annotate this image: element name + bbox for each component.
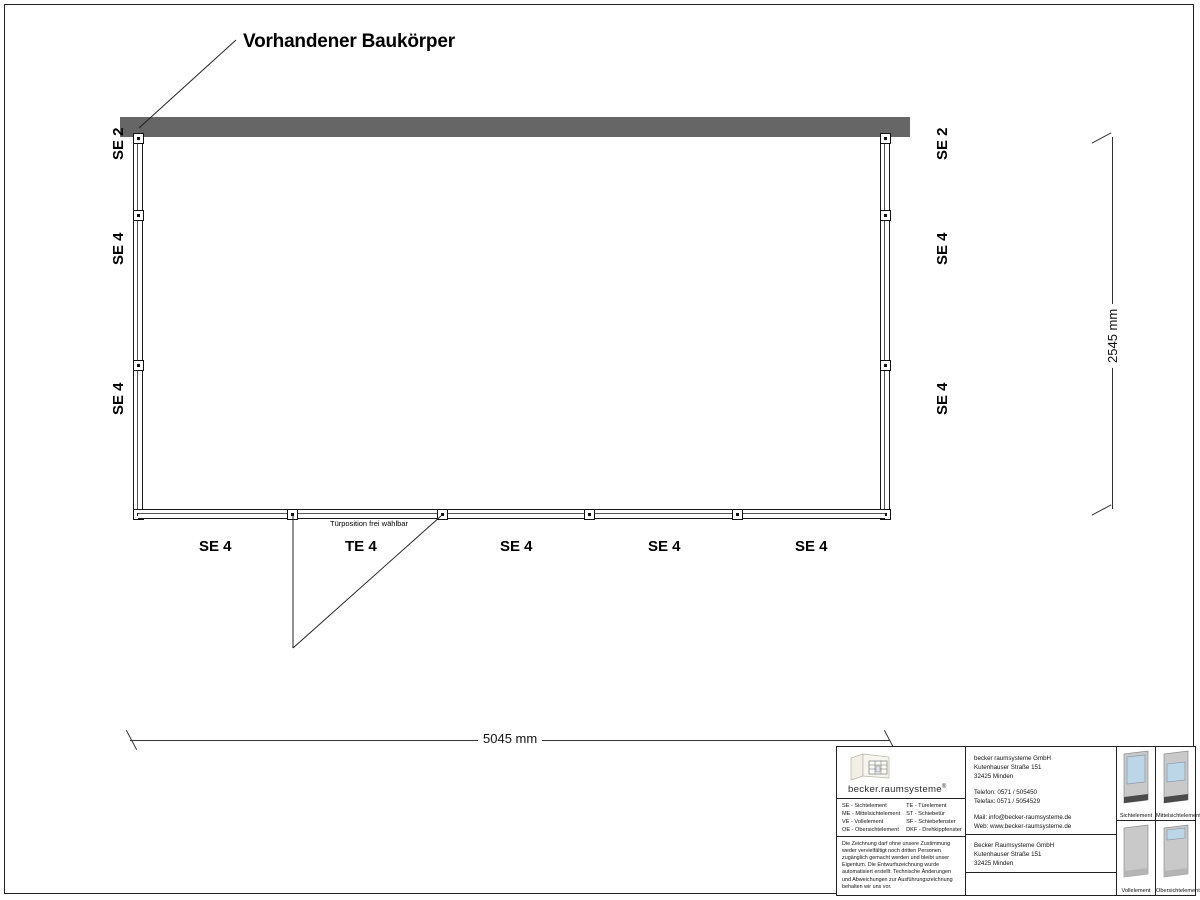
wall-right [880,137,890,515]
note-door-position: Türposition frei wählbar [330,519,408,528]
element-thumb-vollelement: Vollelement [1117,821,1156,895]
company-contact-block: becker raumsysteme GmbH Kutenhauser Stra… [966,747,1116,835]
label-bottom-wall-2: TE 4 [345,538,377,555]
caption-sichtelement: Sichtelement [1119,813,1153,819]
label-left-wall-1: SE 2 [110,127,127,160]
dimension-text-width: 5045 mm [478,731,543,746]
post-left-2 [133,360,144,371]
abbr-me: ME - Mittelsichtelement [842,811,901,818]
label-right-wall-3: SE 4 [934,382,951,415]
company-web: Web: www.becker-raumsysteme.de [974,823,1072,830]
element-thumb-sichtelement: Sichtelement [1117,747,1156,821]
label-right-wall-2: SE 4 [934,232,951,265]
company-logo: becker.raumsysteme® [837,747,965,800]
label-bottom-wall-5: SE 4 [795,538,828,555]
label-bottom-wall-1: SE 4 [199,538,232,555]
caption-mittelsichtelement: Mittelsichtelement [1156,813,1200,819]
abbr-sf: SF - Schiebefenster [906,819,956,826]
wall-left [133,137,143,515]
annotation-existing-building: Vorhandener Baukörper [243,31,455,52]
company-fax: Telefax: 0571 / 5054529 [974,798,1041,805]
obersichtelement-icon [1163,824,1188,878]
element-thumb-mittelsichtelement: Mittelsichtelement [1156,747,1200,821]
wall-bottom [138,509,885,519]
existing-building-wall [120,117,910,137]
mittelsichtelement-icon [1163,750,1188,804]
element-type-gallery: Sichtelement Mittelsichtelement Vollelem… [1117,747,1200,895]
post-right-top [880,133,891,144]
address-spacer-2 [974,806,1116,813]
customer-street: Kutenhauser Straße 151 [974,851,1042,858]
company-street: Kutenhauser Straße 151 [974,764,1042,771]
post-left-1 [133,210,144,221]
abbr-dkf: DKF - Drehkippfenster [906,827,962,834]
logo-wordmark-text: becker.raumsysteme [848,784,942,796]
title-block: becker.raumsysteme® SE - Sichtelement ME… [836,746,1200,896]
company-mail: Mail: info@becker-raumsysteme.de [974,814,1072,821]
logo-wordmark: becker.raumsysteme® [848,784,947,795]
post-right-1 [880,210,891,221]
vollelement-icon [1123,824,1149,878]
post-bottom-3 [584,509,595,520]
dimension-tick-height-bottom [1091,504,1112,516]
caption-obersichtelement: Obersichtelement [1156,888,1200,894]
abbreviation-legend-column-right: TE - Türelement ST - Schiebetür SF - Sch… [906,802,962,835]
label-left-wall-3: SE 4 [110,382,127,415]
disclaimer-text: Die Zeichnung darf ohne unsere Zustimmun… [842,840,953,890]
abbr-st: ST - Schiebetür [906,811,945,818]
title-block-middle-column: becker raumsysteme GmbH Kutenhauser Stra… [966,747,1117,895]
label-bottom-wall-4: SE 4 [648,538,681,555]
company-phone: Telefon: 0571 / 505450 [974,789,1037,796]
disclaimer-block: Die Zeichnung darf ohne unsere Zustimmun… [837,837,965,895]
customer-address-block: Becker Raumsysteme GmbH Kutenhauser Stra… [966,835,1116,873]
abbreviation-legend-column-left: SE - Sichtelement ME - Mittelsichtelemen… [842,802,900,835]
label-bottom-wall-3: SE 4 [500,538,533,555]
logo-module-icon [850,753,890,781]
post-bottom-2 [437,509,448,520]
post-left-top [133,133,144,144]
dimension-text-height: 2545 mm [1105,303,1120,368]
abbr-te: TE - Türelement [906,803,947,810]
logo-registered-mark: ® [941,783,947,790]
element-thumb-obersichtelement: Obersichtelement [1156,821,1200,895]
title-block-left-column: becker.raumsysteme® SE - Sichtelement ME… [837,747,966,895]
address-spacer-1 [974,781,1116,788]
dimension-tick-height-top [1091,132,1112,144]
abbreviation-legend: SE - Sichtelement ME - Mittelsichtelemen… [837,799,965,837]
label-left-wall-2: SE 4 [110,232,127,265]
sheet-border [4,4,1194,894]
post-right-2 [880,360,891,371]
abbr-se: SE - Sichtelement [842,803,887,810]
abbr-ve: VE - Vollelement [842,819,884,826]
customer-city: 32425 Minden [974,860,1014,867]
post-bottom-1 [287,509,298,520]
company-name: becker raumsysteme GmbH [974,755,1052,762]
label-right-wall-1: SE 2 [934,127,951,160]
caption-vollelement: Vollelement [1121,888,1151,894]
abbr-oe: OE - Obersichtelement [842,827,899,834]
post-bottom-4 [732,509,743,520]
sichtelement-icon [1123,750,1149,804]
company-city: 32425 Minden [974,773,1014,780]
customer-name: Becker Raumsysteme GmbH [974,842,1055,849]
